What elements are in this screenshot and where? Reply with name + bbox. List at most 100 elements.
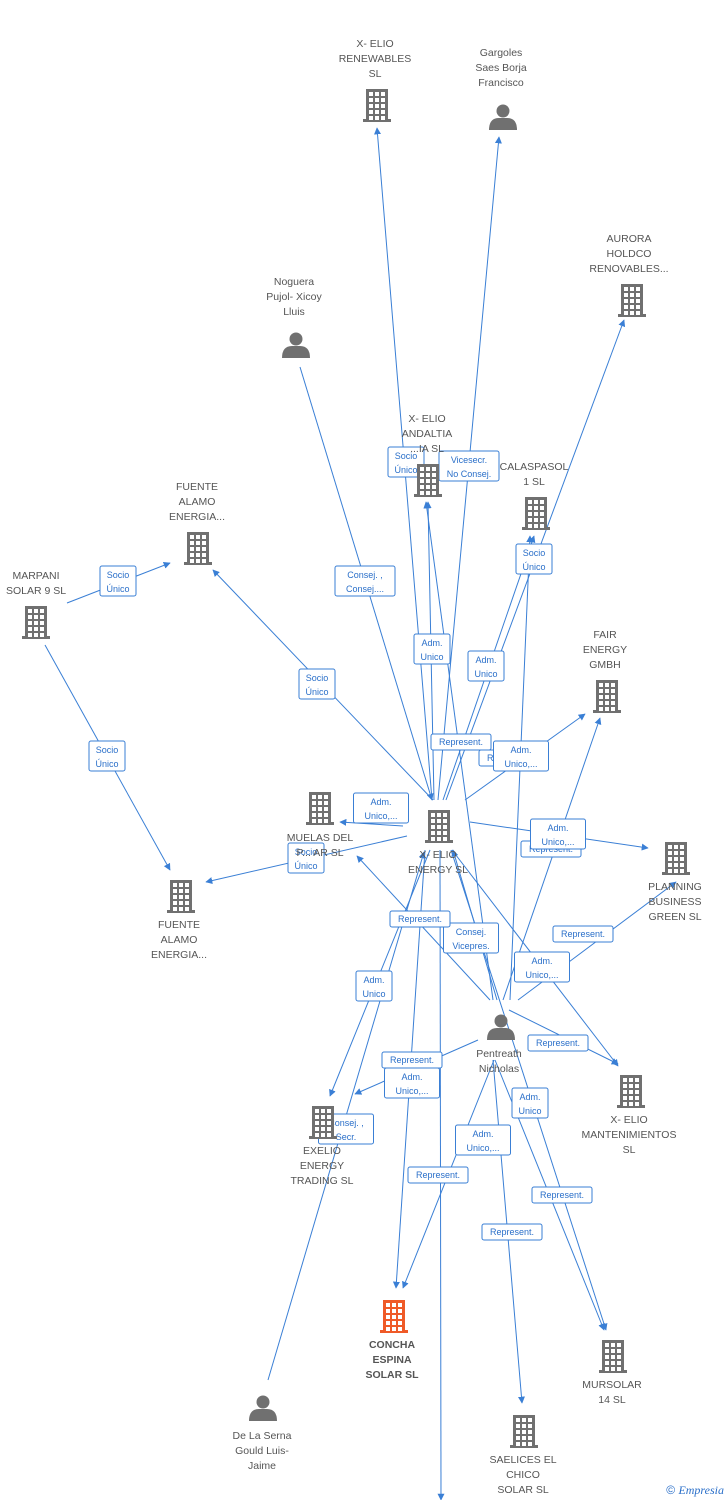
edge-label-xelio_energy-to-xelio_andaltia[interactable]: Adm.Unico	[413, 633, 451, 665]
node-label-line: MARPANI	[12, 570, 59, 582]
edge-label-text: Único	[394, 465, 417, 475]
building-icon	[662, 842, 690, 875]
edge-label-text: Adm.	[363, 975, 384, 985]
edge-label-pentreath-to-muelas[interactable]: Represent.	[389, 910, 451, 928]
node-label-line: MURSOLAR	[582, 1379, 642, 1391]
edge-label-text: Único	[305, 687, 328, 697]
edge-label-box	[515, 543, 553, 575]
edge-label-pentreath-to-mursolar[interactable]: Represent.	[531, 1186, 593, 1204]
edge-label-pentreath-to-saelices[interactable]: Represent.	[481, 1223, 543, 1241]
edge-label-text: Consej....	[346, 584, 384, 594]
edge-label-text: No Consej.	[447, 469, 492, 479]
edge-label-xelio_energy-to-calaspasol[interactable]: Adm.Unico	[467, 650, 505, 682]
node-muelas[interactable]: MUELAS DEL P... AR SL	[287, 792, 354, 859]
node-label-line: P... AR SL	[296, 847, 343, 859]
node-label-line: X- ELIO	[356, 38, 393, 50]
node-label-line: X- ELIO	[408, 413, 445, 425]
node-label-line: Pujol- Xicoy	[266, 291, 322, 303]
edge-label-text: Unico,...	[364, 811, 397, 821]
edge-pentreath-to-xelio_andaltia	[423, 501, 494, 1001]
edge-label-text: Consej.	[456, 927, 487, 937]
node-label-line: CHICO	[506, 1469, 540, 1481]
building-icon	[167, 880, 195, 913]
node-label-line: SOLAR SL	[365, 1369, 419, 1381]
node-label-line: HOLDCO	[607, 248, 652, 260]
node-xelio-andaltia[interactable]: X- ELIO ANDALTIA ...IA SL	[402, 413, 453, 497]
edge-label-text: Represent.	[398, 914, 442, 924]
node-label-line: 14 SL	[598, 1394, 626, 1406]
edge-label-xelio_energy-to-exelio[interactable]: Adm.Unico	[355, 970, 393, 1002]
edge-label-xelio_energy-to-fair_energy[interactable]: Adm.Unico,...	[493, 740, 549, 772]
node-fuente-alamo-top[interactable]: FUENTEALAMOENERGIA...	[169, 481, 225, 565]
node-label-line: ENERGY	[583, 644, 627, 656]
node-label-line: ...IA SL	[410, 443, 444, 455]
edge-label-text: Socio	[523, 548, 546, 558]
edge-label-box	[407, 1166, 469, 1184]
node-label-line: ENERGY	[300, 1160, 344, 1172]
edge-label-box	[493, 740, 549, 772]
building-icon	[22, 606, 50, 639]
node-label-line: RENOVABLES...	[589, 263, 668, 275]
edge-label-xelio_energy-to-planning[interactable]: Adm.Unico,...	[530, 818, 586, 850]
edge-label-box	[531, 1186, 593, 1204]
node-mursolar[interactable]: MURSOLAR 14 SL	[582, 1340, 642, 1406]
edge-label-text: Único	[95, 759, 118, 769]
edge-label-pentreath-to-exelio[interactable]: Represent.	[381, 1051, 443, 1069]
edge-pentreath-to-muelas	[356, 855, 491, 1001]
edge-label-gargoles-to-xelio_energy[interactable]: Vicesecr.No Consej.	[438, 450, 500, 482]
edge-label-pentreath-to-xelio_energy[interactable]: Consej. Vicepres.	[443, 922, 499, 954]
edge-label-text: Adm.	[370, 797, 391, 807]
edge-label-box	[430, 733, 492, 751]
node-label-line: RENEWABLES	[339, 53, 412, 65]
node-label-line: Gargoles	[480, 47, 523, 59]
copyright-symbol: ©	[666, 1483, 676, 1497]
edge-label-text: Unico	[474, 669, 497, 679]
edge-label-pentreath-to-xelio_mantenimientos[interactable]: Represent.	[527, 1034, 589, 1052]
edge-label-xelio_energy-to-muelas[interactable]: Adm. Unico,...	[353, 792, 409, 824]
edge-label-box	[467, 650, 505, 682]
edge-label-noguera-to-xelio_energy[interactable]: Consej. ,Consej....	[334, 565, 396, 597]
edge-label-pentreath-to-concha_espina[interactable]: Represent.	[407, 1166, 469, 1184]
edge-label-xelio_energy-to-concha_espina[interactable]: Adm.Unico,...	[384, 1067, 440, 1099]
edge-label-text: Unico,...	[541, 837, 574, 847]
node-label-line: FAIR	[593, 629, 617, 641]
edge-label-xelio_energy-to-saelices[interactable]: Adm.Unico,...	[455, 1124, 511, 1156]
edge-label-xelio_energy-to-xelio_mantenimientos[interactable]: Adm.Unico,...	[514, 951, 570, 983]
edge-label-text: Vicepres.	[452, 941, 489, 951]
node-label-line: ENERGIA...	[151, 949, 207, 961]
edge-label-pentreath-to-xelio_andaltia[interactable]: Represent.	[430, 733, 492, 751]
edge-label-xelio_energy-to-mursolar[interactable]: Adm.Unico	[511, 1087, 549, 1119]
edge-label-text: Represent.	[439, 737, 483, 747]
edge-label-box	[413, 633, 451, 665]
node-label-line: ANDALTIA	[402, 428, 453, 440]
edge-label-pentreath-to-planning[interactable]: Represent.	[552, 925, 614, 943]
node-fuente-alamo-bottom[interactable]: FUENTEALAMOENERGIA...	[151, 880, 207, 961]
edge-label-box	[481, 1223, 543, 1241]
node-label-line: ENERGY SL	[408, 864, 468, 876]
node-aurora[interactable]: AURORAHOLDCORENOVABLES...	[589, 233, 669, 317]
node-label-line: MUELAS DEL	[287, 832, 354, 844]
